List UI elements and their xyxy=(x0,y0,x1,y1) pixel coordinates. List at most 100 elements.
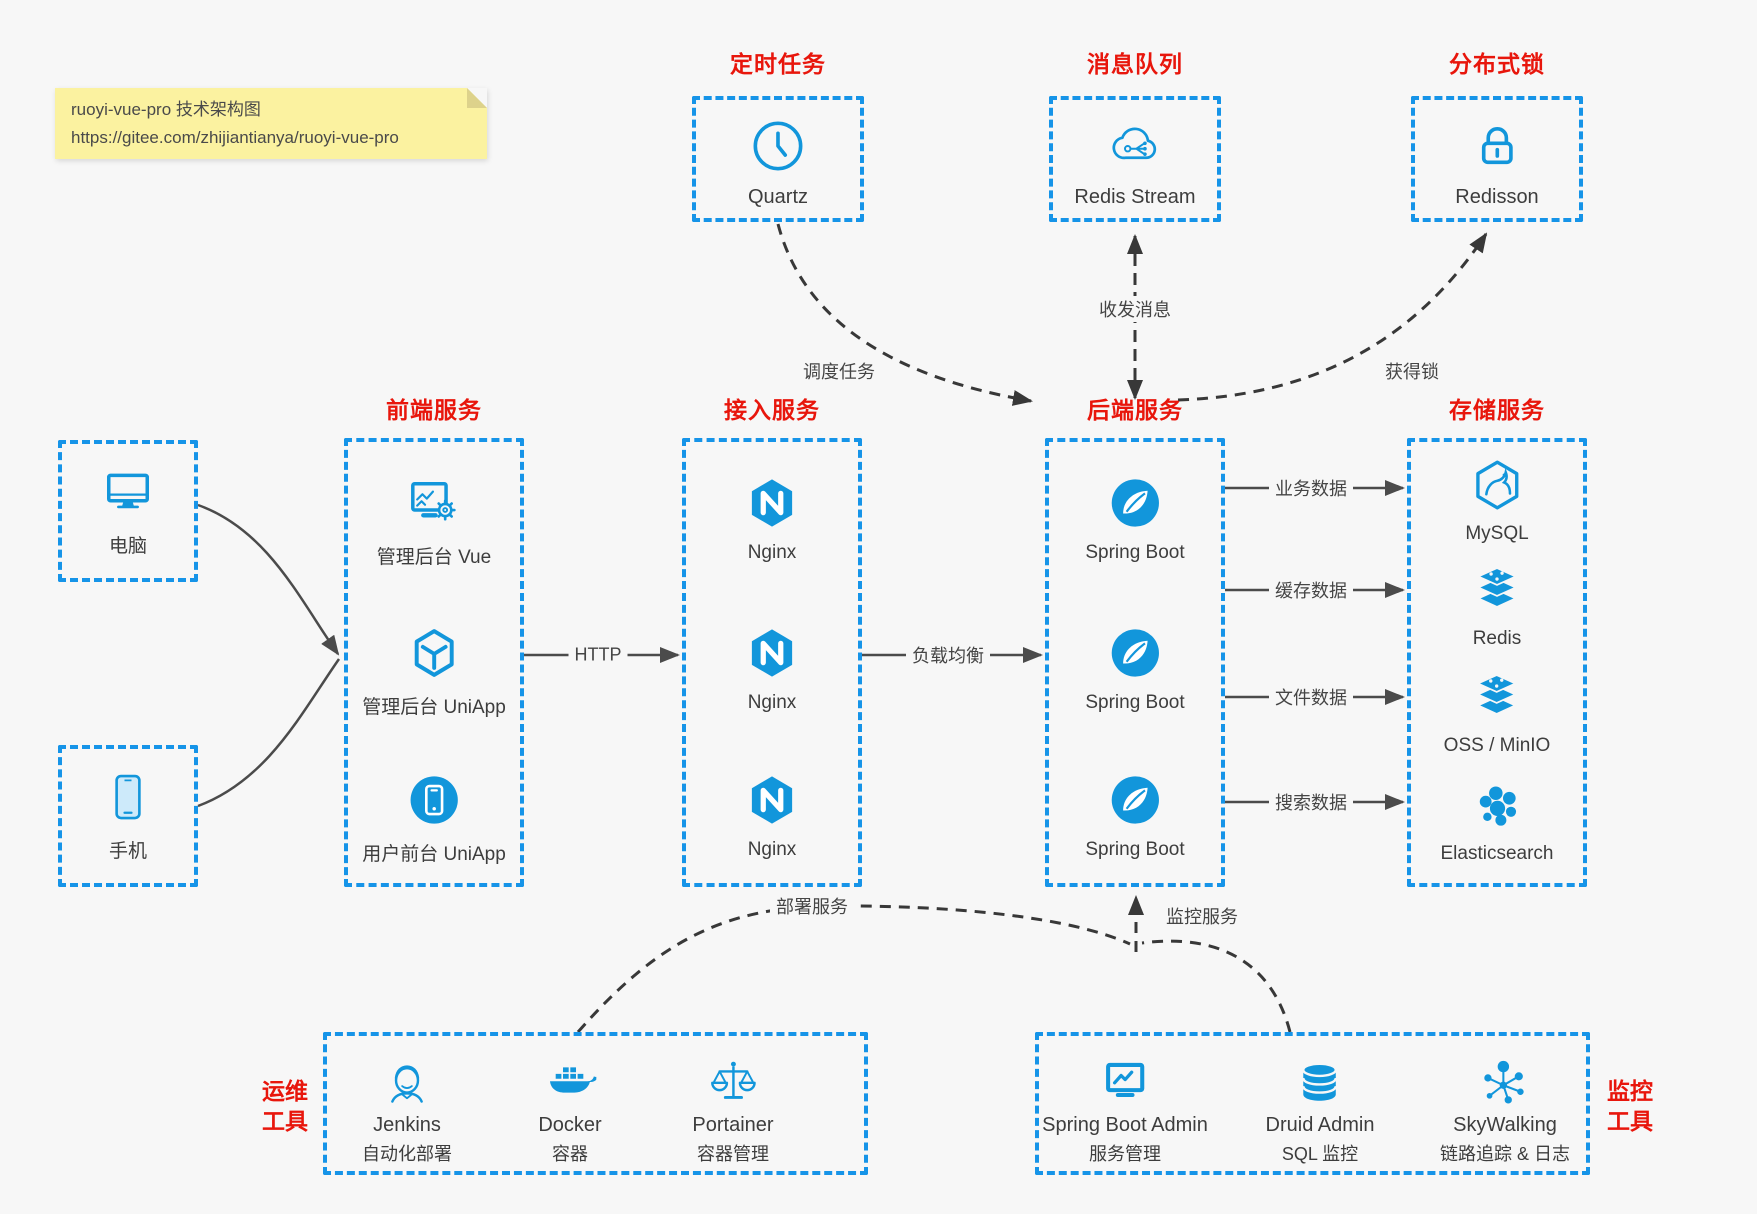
lock-icon xyxy=(1481,126,1513,165)
admin-vue-icon xyxy=(411,482,456,521)
node-label: Spring Boot xyxy=(1085,839,1185,860)
clock-icon xyxy=(753,121,803,171)
edge-pc-to-frontend xyxy=(197,503,340,656)
node-label: 手机 xyxy=(108,841,147,862)
node-label: Spring Boot xyxy=(1085,542,1185,563)
edge-label-file-data: 文件数据 xyxy=(1269,684,1353,710)
phone-icon xyxy=(115,774,141,820)
box-ops-tools xyxy=(323,1032,868,1175)
node-label: Quartz xyxy=(747,186,809,208)
sticky-note: ruoyi-vue-pro 技术架构图 https://gitee.com/zh… xyxy=(55,88,487,160)
docker-icon xyxy=(549,1067,596,1093)
node-pc: 电脑 xyxy=(100,464,156,558)
node-desc: SQL 监控 xyxy=(1281,1144,1359,1164)
nginx-icon xyxy=(751,479,793,527)
title-distributed-lock: 分布式锁 xyxy=(1449,51,1545,77)
box-redisson xyxy=(1411,96,1583,222)
edge-label-cache-data: 缓存数据 xyxy=(1269,577,1353,603)
node-label: Redis xyxy=(1472,628,1522,649)
node-label: Nginx xyxy=(747,692,797,713)
database-icon xyxy=(1302,1062,1338,1101)
edge-label-load-balance: 负载均衡 xyxy=(906,642,990,668)
node-name: SkyWalking xyxy=(1453,1114,1557,1136)
uniapp-cube-icon xyxy=(414,629,454,677)
node-skywalking: SkyWalking 链路追踪 & 日志 xyxy=(1440,1056,1570,1166)
spring-boot-icon xyxy=(1111,479,1159,527)
node-nginx-2: Nginx xyxy=(744,625,800,714)
title-gateway: 接入服务 xyxy=(724,397,820,423)
monitoring-label-line1: 监控 xyxy=(1607,1078,1653,1105)
edge-label-deploy: 部署服务 xyxy=(770,893,854,919)
node-springboot-1: Spring Boot xyxy=(1085,475,1185,564)
node-label: Spring Boot xyxy=(1085,692,1185,713)
edge-get-lock xyxy=(1177,232,1488,402)
box-frontend xyxy=(344,438,524,887)
title-frontend: 前端服务 xyxy=(386,397,482,423)
edge-label-search-data: 搜索数据 xyxy=(1269,789,1353,815)
edge-label-http: HTTP xyxy=(568,644,628,666)
node-label: 用户前台 UniApp xyxy=(362,844,506,865)
spring-boot-icon xyxy=(1111,629,1159,677)
box-quartz xyxy=(692,96,864,222)
node-label: 电脑 xyxy=(108,536,147,557)
node-label: Redis Stream xyxy=(1074,186,1196,208)
node-label: 管理后台 Vue xyxy=(376,547,492,568)
node-redisson: Redisson xyxy=(1455,117,1539,209)
box-pc-client xyxy=(58,440,198,582)
node-name: Docker xyxy=(538,1114,602,1136)
edge-deploy-curve xyxy=(576,904,1131,1033)
edge-label-monitor: 监控服务 xyxy=(1160,903,1244,929)
node-docker: Docker 容器 xyxy=(538,1056,602,1166)
node-admin-uniapp: 管理后台 UniApp xyxy=(362,625,506,719)
node-springboot-3: Spring Boot xyxy=(1085,772,1185,861)
node-springboot-admin: Spring Boot Admin 服务管理 xyxy=(1042,1056,1208,1166)
box-monitoring-tools xyxy=(1035,1032,1590,1175)
cloud-network-icon xyxy=(1112,127,1156,160)
node-admin-vue: 管理后台 Vue xyxy=(377,475,491,569)
edge-monitor-curve xyxy=(1141,939,1292,1033)
node-oss-minio: OSS / MinIO xyxy=(1443,670,1551,757)
nginx-icon xyxy=(751,776,793,824)
node-portainer: Portainer 容器管理 xyxy=(692,1056,774,1166)
title-backend: 后端服务 xyxy=(1087,397,1183,423)
node-springboot-2: Spring Boot xyxy=(1085,625,1185,714)
node-label: Elasticsearch xyxy=(1440,843,1554,864)
title-message-queue: 消息队列 xyxy=(1087,51,1183,77)
admin-monitor-icon xyxy=(1105,1062,1145,1098)
node-label: OSS / MinIO xyxy=(1443,735,1551,756)
box-storage xyxy=(1407,438,1587,887)
note-title: ruoyi-vue-pro 技术架构图 xyxy=(71,100,261,119)
node-druid-admin: Druid Admin SQL 监控 xyxy=(1266,1056,1374,1166)
node-label: 管理后台 UniApp xyxy=(362,697,506,718)
box-backend xyxy=(1045,438,1225,887)
title-storage: 存储服务 xyxy=(1449,397,1545,423)
node-label: Nginx xyxy=(747,542,797,563)
node-desc: 服务管理 xyxy=(1089,1144,1161,1164)
node-quartz: Quartz xyxy=(748,117,808,209)
oss-icon xyxy=(1476,674,1518,715)
edge-label-message: 收发消息 xyxy=(1093,296,1177,322)
note-url: https://gitee.com/zhijiantianya/ruoyi-vu… xyxy=(71,127,399,147)
node-label: MySQL xyxy=(1465,523,1529,544)
redis-icon xyxy=(1476,567,1518,608)
node-redis: Redis xyxy=(1470,563,1524,650)
edge-phone-to-frontend xyxy=(197,658,341,808)
box-phone-client xyxy=(58,745,198,887)
title-scheduled-task: 定时任务 xyxy=(730,51,826,77)
ops-label-line1: 运维 xyxy=(262,1078,308,1105)
portainer-scales-icon xyxy=(710,1061,756,1099)
node-desc: 链路追踪 & 日志 xyxy=(1439,1144,1571,1164)
ops-label-line2: 工具 xyxy=(262,1108,308,1134)
node-mysql: MySQL xyxy=(1465,458,1529,545)
node-redis-stream: Redis Stream xyxy=(1074,117,1196,209)
skywalking-trace-icon xyxy=(1484,1060,1524,1104)
monitoring-tools-label: 监控 工具 xyxy=(1607,1077,1653,1137)
mysql-icon xyxy=(1475,460,1519,510)
node-user-uniapp: 用户前台 UniApp xyxy=(362,772,506,866)
jenkins-icon xyxy=(391,1065,423,1103)
edge-label-business-data: 业务数据 xyxy=(1269,475,1353,501)
node-jenkins: Jenkins 自动化部署 xyxy=(362,1056,452,1166)
desktop-icon xyxy=(107,473,149,509)
node-elasticsearch: Elasticsearch xyxy=(1441,778,1554,865)
